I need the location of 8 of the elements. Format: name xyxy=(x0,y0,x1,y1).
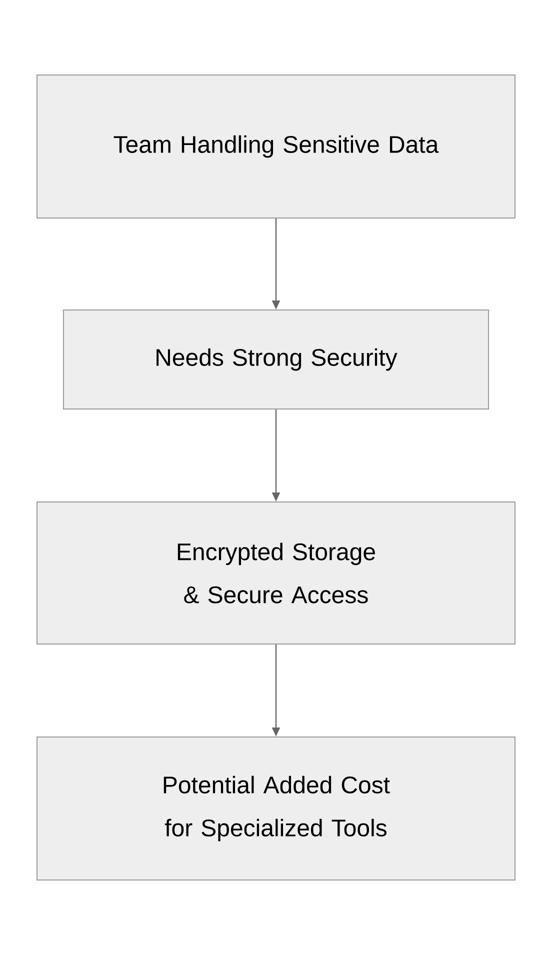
process-box xyxy=(36,736,516,880)
box-label: Encrypted Storage & Secure Access xyxy=(178,542,375,604)
box-label: Team Handling Sensitive Data xyxy=(114,135,439,158)
process-box xyxy=(36,74,516,218)
process-box xyxy=(63,310,489,410)
process-box xyxy=(36,502,516,644)
box-label: Potential Added Cost for Specialized Tools xyxy=(164,776,390,842)
box-label: Needs Strong Security xyxy=(156,348,398,371)
